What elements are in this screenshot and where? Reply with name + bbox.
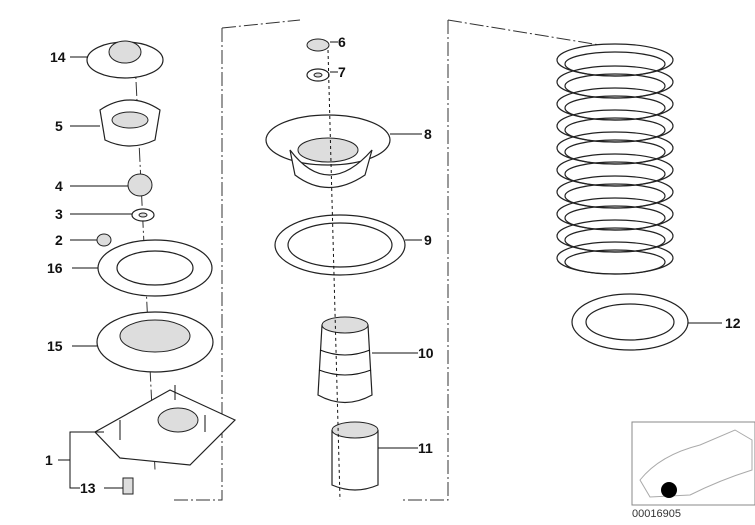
callout-11: 11: [418, 440, 433, 456]
part-8-strut-bearing: [265, 114, 391, 188]
spring-coil-inner: [564, 183, 666, 209]
part-1-support-plate: [94, 385, 237, 466]
spring-coil-inner: [564, 139, 666, 165]
car-location-icon: [661, 482, 677, 498]
part-2-nut: [96, 233, 112, 247]
callout-9: 9: [424, 232, 432, 248]
callout-13: 13: [80, 480, 96, 496]
callout-14: 14: [50, 49, 66, 65]
callout-3: 3: [55, 206, 63, 222]
vehicle-location-thumbnail: [631, 421, 755, 506]
spring-coil-inner: [564, 117, 666, 143]
part-3-washer: [131, 208, 155, 222]
callout-10: 10: [418, 345, 434, 361]
callout-16: 16: [47, 260, 63, 276]
callout-7: 7: [338, 64, 346, 80]
part-11-protection-tube: [331, 421, 379, 491]
part-10-bump-stop: [317, 316, 373, 404]
spring-coil-inner: [564, 95, 666, 121]
callout-4: 4: [55, 178, 63, 194]
callout-5: 5: [55, 118, 63, 134]
diagram-reference-number: 00016905: [632, 508, 681, 520]
part-5-cover: [99, 99, 161, 147]
part-14-cap: [86, 40, 164, 79]
part-6-washer: [306, 38, 330, 52]
spring-coil-inner: [564, 161, 666, 187]
callout-6: 6: [338, 34, 346, 50]
callout-2: 2: [55, 232, 63, 248]
spring-coil-inner: [564, 249, 666, 275]
callout-12: 12: [725, 315, 741, 331]
callout-15: 15: [47, 338, 63, 354]
spring-coil-inner: [564, 51, 666, 77]
callout-1: 1: [45, 452, 53, 468]
middle-group-boundary: [172, 19, 601, 501]
spring-coil-inner: [564, 73, 666, 99]
spring-coil-inner: [564, 205, 666, 231]
part-12-spring-pad: [571, 293, 689, 351]
leader-lines: [58, 41, 722, 489]
part-7-washer: [306, 68, 330, 82]
callout-8: 8: [424, 126, 432, 142]
part-16-gasket: [97, 239, 213, 297]
spring-coil-inner: [564, 227, 666, 253]
part-15-mount: [96, 311, 214, 373]
part-4-nut: [127, 173, 153, 197]
part-12-coil-spring: [556, 43, 674, 275]
part-9-spring-pad: [274, 214, 406, 276]
part-13-bolt: [122, 477, 134, 495]
